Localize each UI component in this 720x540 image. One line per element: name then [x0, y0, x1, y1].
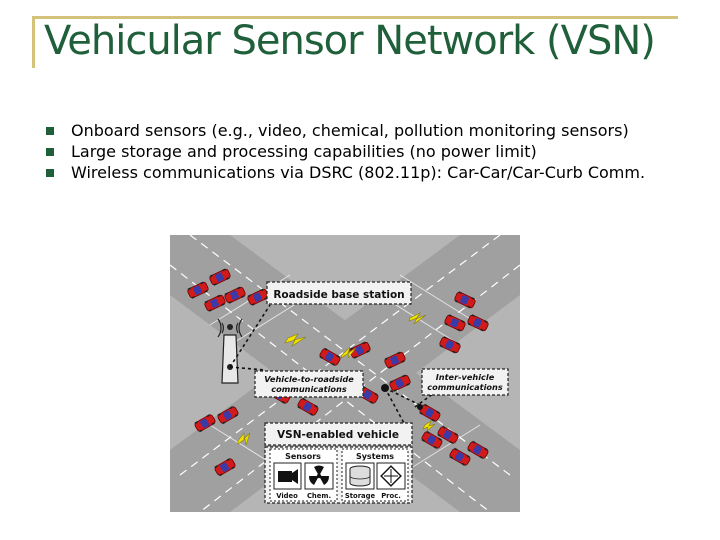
roadside-label-text: Roadside base station — [273, 289, 404, 301]
storage-label: Storage — [345, 492, 376, 500]
sensors-label: Sensors — [285, 452, 321, 461]
radiation-icon — [304, 462, 334, 490]
bullet-item: Onboard sensors (e.g., video, chemical, … — [46, 120, 666, 141]
v2r-label-line2: communications — [271, 384, 347, 394]
vsn-illustration: Roadside base station Vehicle-to-roadsid… — [170, 235, 520, 512]
vsn-vehicle-panel: VSN-enabled vehicle Sensors Systems Vide… — [264, 422, 413, 504]
processor-chip-icon — [376, 462, 406, 490]
chem-label: Chem. — [307, 492, 331, 500]
lightning-icon — [408, 312, 427, 325]
bullet-item: Wireless communications via DSRC (802.11… — [46, 162, 666, 183]
roadside-base-station-label: Roadside base station — [266, 281, 412, 305]
bullet-square-icon — [46, 127, 54, 135]
bullet-item: Large storage and processing capabilitie… — [46, 141, 666, 162]
lightning-icon — [237, 432, 251, 446]
v2r-label-line1: Vehicle-to-roadside — [264, 374, 354, 384]
parking-grid — [209, 274, 481, 476]
lightning-icons — [237, 312, 436, 446]
vehicle-node — [381, 384, 389, 392]
storage-disk-icon — [345, 462, 375, 490]
bullet-square-icon — [46, 148, 54, 156]
title-rule-top — [32, 16, 678, 19]
lightning-icon — [422, 420, 436, 432]
iv-label-line2: communications — [427, 382, 503, 392]
bullet-square-icon — [46, 169, 54, 177]
iv-label-line1: Inter-vehicle — [436, 372, 495, 382]
bullet-text: Large storage and processing capabilitie… — [71, 142, 537, 161]
bullet-list: Onboard sensors (e.g., video, chemical, … — [46, 120, 666, 183]
slide-title: Vehicular Sensor Network (VSN) — [44, 18, 656, 64]
lightning-icon — [284, 333, 307, 347]
bullet-text: Wireless communications via DSRC (802.11… — [71, 163, 646, 182]
vehicle-node — [417, 404, 423, 410]
bullet-text: Onboard sensors (e.g., video, chemical, … — [71, 121, 629, 140]
proc-label: Proc. — [381, 492, 401, 500]
inter-vehicle-label: Inter-vehicle communications — [421, 368, 509, 396]
video-label: Video — [276, 492, 298, 500]
vsn-label-text: VSN-enabled vehicle — [277, 429, 399, 441]
v2r-label: Vehicle-to-roadside communications — [254, 370, 364, 398]
video-camera-icon — [273, 462, 302, 490]
systems-label: Systems — [356, 452, 394, 461]
title-rule-left — [32, 16, 35, 68]
lightning-icon — [340, 346, 357, 359]
